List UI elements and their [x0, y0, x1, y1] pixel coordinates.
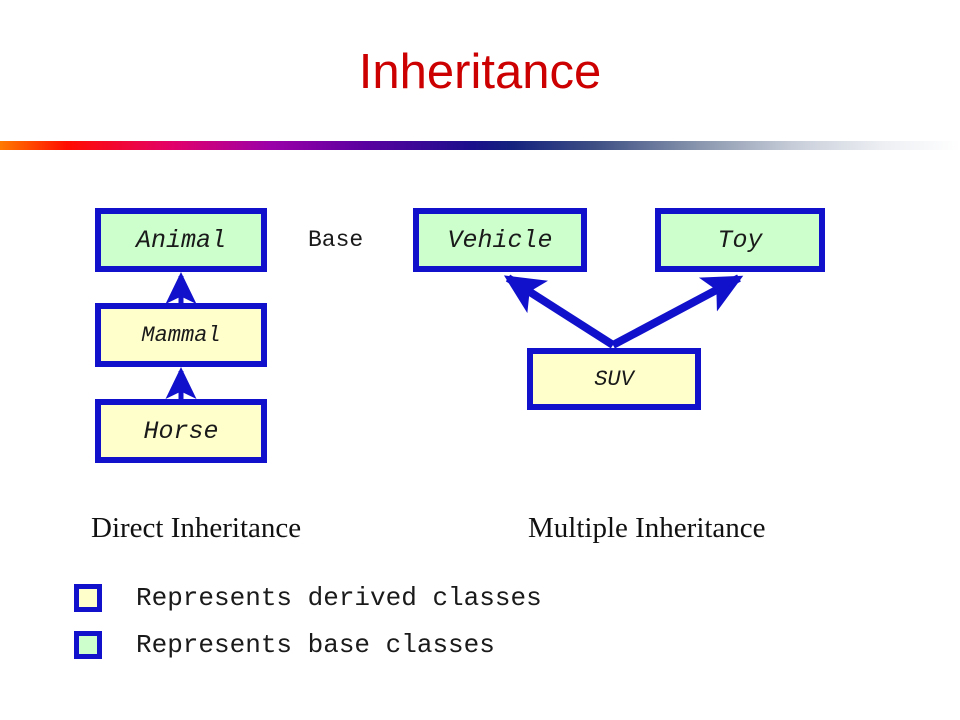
- class-box-label: Vehicle: [447, 225, 553, 255]
- class-box-suv[interactable]: SUV: [527, 348, 701, 410]
- class-box-label: Horse: [143, 416, 219, 446]
- legend-label-derived: Represents derived classes: [136, 583, 542, 613]
- caption-direct-inheritance: Direct Inheritance: [91, 512, 302, 544]
- base-annotation-label: Base: [308, 227, 364, 253]
- legend-item-derived: Represents derived classes: [74, 583, 542, 613]
- class-box-toy[interactable]: Toy: [655, 208, 825, 272]
- arrow-suv-to-vehicle: [503, 274, 616, 349]
- class-box-horse[interactable]: Horse: [95, 399, 267, 463]
- class-box-animal[interactable]: Animal: [95, 208, 267, 272]
- legend-swatch-base: [74, 631, 102, 659]
- caption-multiple-inheritance: Multiple Inheritance: [528, 512, 766, 544]
- class-box-mammal[interactable]: Mammal: [95, 303, 267, 367]
- class-box-label: SUV: [594, 366, 634, 392]
- legend-swatch-derived: [74, 584, 102, 612]
- class-box-label: Animal: [135, 225, 226, 255]
- legend-label-base: Represents base classes: [136, 630, 495, 660]
- title-gradient-divider: [0, 141, 960, 150]
- page-title: Inheritance: [358, 45, 602, 99]
- class-box-vehicle[interactable]: Vehicle: [413, 208, 587, 272]
- legend-item-base: Represents base classes: [74, 630, 495, 660]
- arrow-suv-to-toy: [611, 274, 744, 349]
- class-box-label: Mammal: [141, 322, 221, 348]
- class-box-label: Toy: [717, 225, 763, 255]
